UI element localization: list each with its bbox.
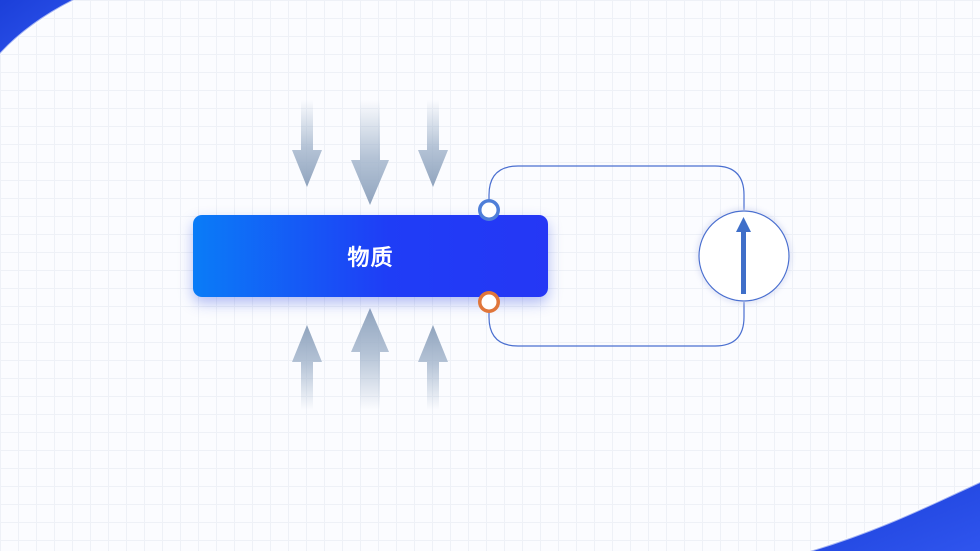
arrow-down-icon xyxy=(351,100,389,205)
arrow-up-icon xyxy=(351,308,389,410)
substance-box: 物质 xyxy=(193,215,548,297)
arrow-down-icon xyxy=(418,100,448,187)
arrow-up-icon xyxy=(292,325,322,410)
circuit-wire-top xyxy=(488,165,745,210)
arrow-up-icon xyxy=(418,325,448,410)
circuit-wire-bottom xyxy=(488,302,745,347)
arrow-down-icon xyxy=(292,100,322,187)
top-left-corner-accent xyxy=(0,0,74,54)
bottom-right-corner-accent xyxy=(810,482,980,551)
substance-label: 物质 xyxy=(347,246,394,271)
meter-needle xyxy=(736,217,751,294)
